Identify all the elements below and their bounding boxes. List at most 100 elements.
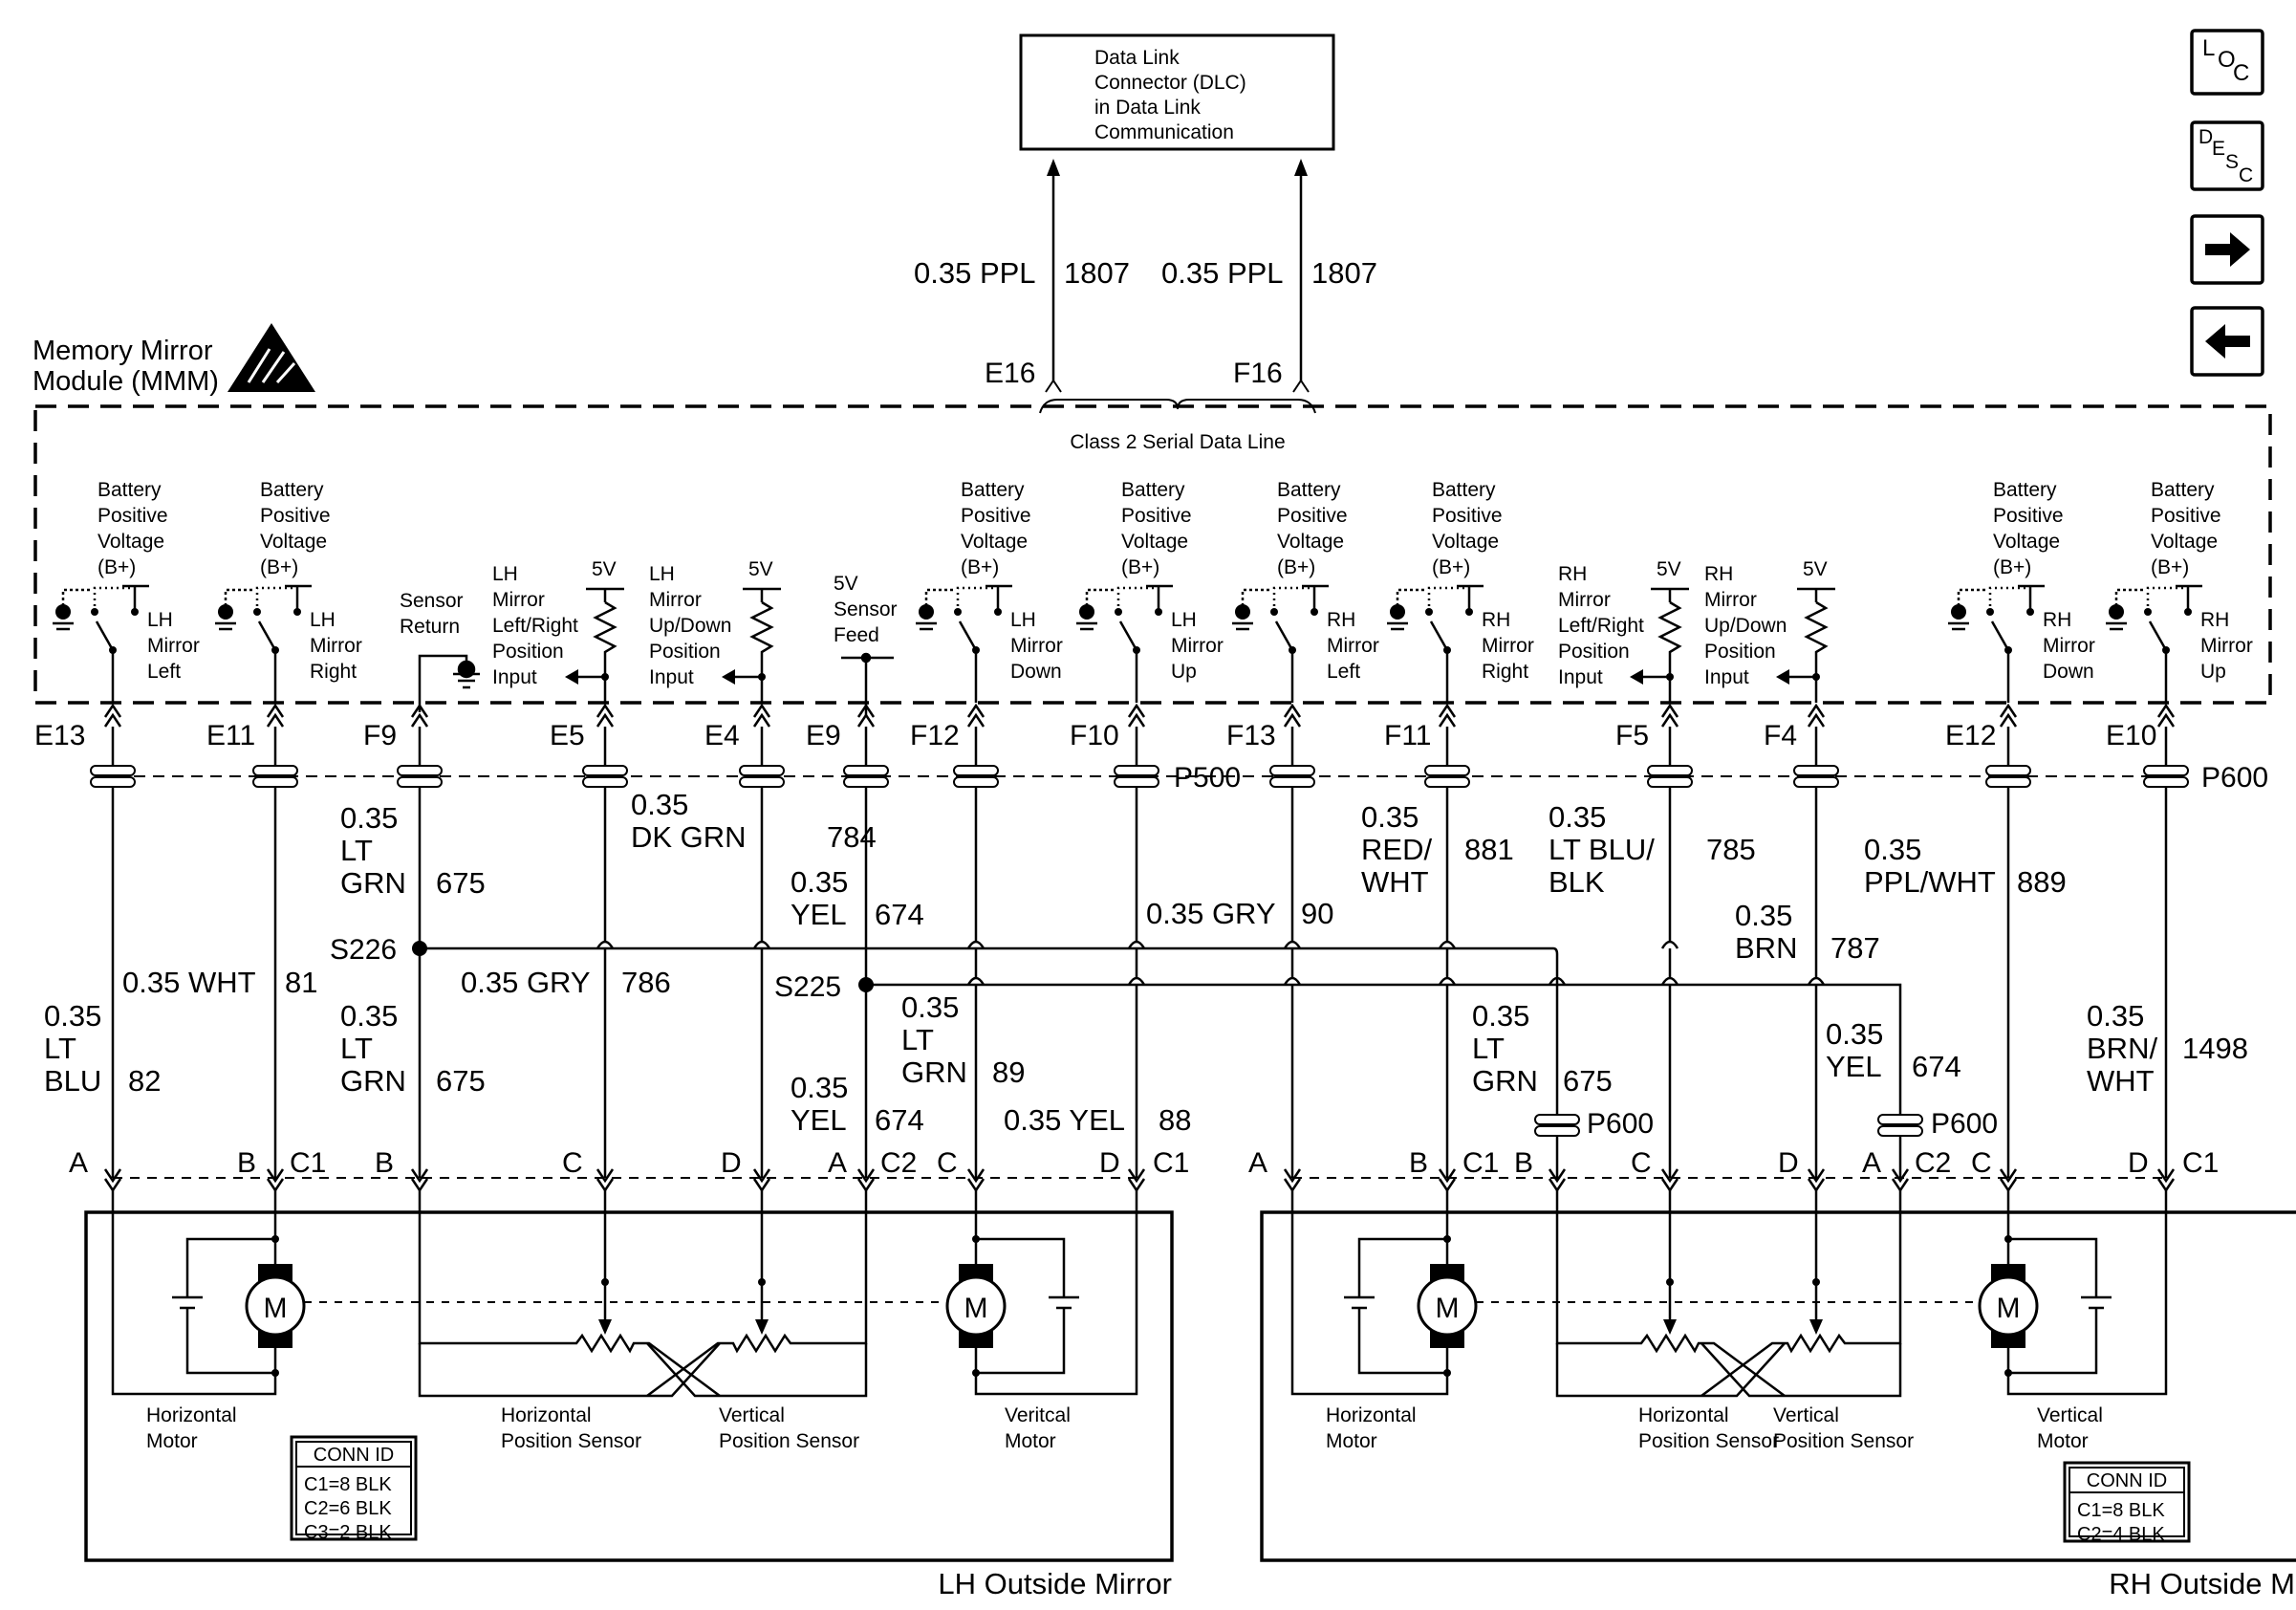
mirror-pin-label: C [1631,1147,1652,1179]
wire-label-part: 889 [2017,865,2067,899]
motor-label: M [964,1293,988,1324]
wire-label-part: 675 [436,1064,486,1098]
wire-label-part: 81 [285,966,317,999]
pin-label: E5 [550,720,585,751]
svg-text:D: D [2199,126,2213,148]
svg-text:O: O [2218,47,2236,73]
wire-label-part: 0.35 [791,1071,848,1104]
wire-label-part: 82 [128,1064,161,1098]
mirror-pin-label: B [1409,1147,1428,1179]
wire-label-part: 0.35 [631,788,688,821]
5v-label: 5V [748,558,773,580]
esd-warning-icon [227,323,315,392]
wire-label-part: 881 [1464,833,1514,866]
wire-label-part: 674 [1912,1050,1961,1083]
pin-e16: E16 [985,358,1035,389]
wire-label-part: BLU [44,1064,101,1098]
wire-label-part: 0.35 [1361,800,1419,834]
splice-s226 [412,941,427,956]
next-page-button[interactable] [2190,214,2264,285]
conn-id-row: C1=8 BLK [304,1474,392,1495]
wire-circuit-e16: 1807 [1064,256,1130,290]
circuit-pin-e11: E11 [206,703,298,1193]
wire-label-part: 0.35 [901,990,959,1024]
wire-label-part: 786 [621,966,671,999]
mirror-pin-label: A [1248,1147,1267,1179]
svg-text:C: C [2233,60,2249,86]
mirror-pin-label: C1 [1462,1147,1499,1179]
wire-label-part: 675 [1563,1064,1613,1098]
mirror-pin-label: D [1099,1147,1120,1179]
wire-label-part: 0.35 [1826,1017,1883,1051]
wire-label-part: PPL/WHT [1864,865,1996,899]
mirror-pin-label: C1 [290,1147,326,1179]
mirror-pin-label: D [2128,1147,2149,1179]
pin-label: F10 [1070,720,1119,751]
wire-label-part: 0.35 [1549,800,1606,834]
mirror-pin-label: A [1862,1147,1881,1179]
mirror-pin-label: C1 [1153,1147,1189,1179]
splice-s226-label: S226 [330,934,397,966]
wire-label-part: 0.35 [340,801,398,835]
conn-id-row: C1=8 BLK [2077,1500,2165,1521]
wire-label-part: 90 [1301,897,1333,930]
5v-label: 5V [592,558,617,580]
circuit-pin-f13: F13 [1226,703,1315,1193]
dlc-box [1019,33,1335,151]
class2-label: Class 2 Serial Data Line [1070,431,1285,453]
mirror-pin-label: B [1514,1147,1533,1179]
class2-brace [1039,399,1316,414]
motor-label: M [264,1293,288,1324]
p600-label-674: P600 [1931,1108,1998,1140]
mirror-pin-label: C2 [1915,1147,1951,1179]
prev-page-button[interactable] [2190,306,2264,377]
p600-connector-674 [1877,1114,1923,1137]
connector-p600: P600 [2201,762,2268,794]
module-outline [33,404,2272,705]
pin-label: E11 [206,720,255,751]
mirror-pin-label: C1 [2182,1147,2219,1179]
circuit-pin-e13: E13 [34,703,136,1193]
wire-label-part: 0.35 [2087,999,2144,1033]
conn-id-title: CONN ID [2087,1470,2167,1491]
mirror-pin-label: D [721,1147,742,1179]
wire-label-part: BLK [1549,865,1605,899]
conn-id-row: C2=6 BLK [304,1498,392,1519]
bus-675 [420,946,1559,1119]
circuit-pin-e5: E5 [550,703,628,1193]
pin-label: F11 [1384,720,1431,751]
pin-label: E10 [2106,720,2156,751]
wire-label-part: YEL [791,898,847,931]
wire-label-part: 785 [1706,833,1756,866]
mirror-pin-label: A [69,1147,88,1179]
pin-label: F9 [363,720,397,751]
pin-f16: F16 [1233,358,1283,389]
